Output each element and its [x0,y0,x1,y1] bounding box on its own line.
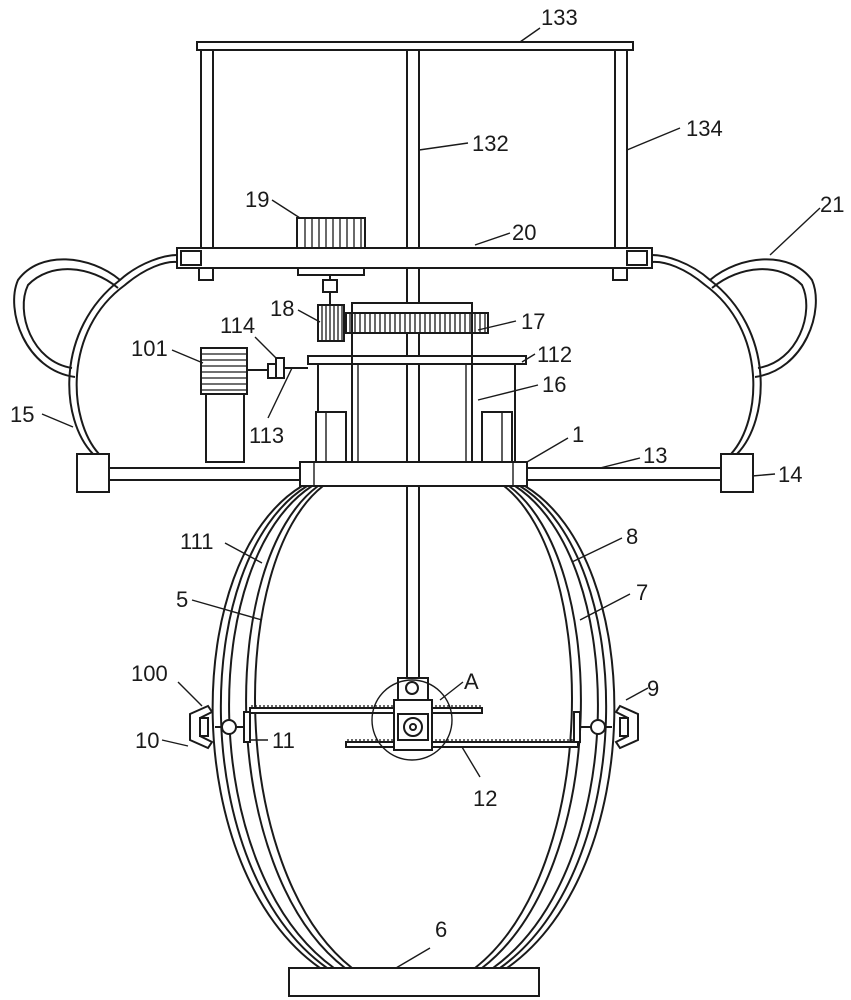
clamp-block-right [619,717,629,737]
side-clamps [189,704,639,750]
motor-101-column [205,393,245,463]
callout-11: 11 [272,728,295,753]
center-shaft-132-upper [406,49,420,249]
crossbar-clamp-left [180,250,202,266]
clamp-block-100 [199,717,209,737]
callout-9: 9 [647,676,659,701]
callout-133: 133 [541,5,578,30]
pivot-right [590,719,606,735]
callout-132: 132 [472,131,509,156]
motor-19 [296,217,366,276]
motor-ribs [304,218,362,248]
callout-13: 13 [643,443,667,468]
callout-111: 111 [180,529,213,554]
guide-block-left [315,411,347,463]
callout-17: 17 [521,309,545,334]
callout-112: 112 [537,342,572,367]
gear-coupling [322,279,338,293]
post-foot-right [612,267,628,281]
motor-101-ribs [201,353,247,391]
right-post-134 [614,49,628,249]
top-plate-133 [196,41,634,51]
motor-gear-19 [297,267,365,276]
motor-101 [200,347,308,463]
pivot-left [221,719,237,735]
detail-circle-a [371,679,453,761]
callout-16: 16 [542,372,566,397]
clamp-plate-right [573,711,581,743]
straps [13,254,817,455]
callout-a: A [464,669,479,694]
crossbar-clamp-right [626,250,648,266]
callout-10: 10 [135,728,159,753]
left-post [200,49,214,249]
callout-134: 134 [686,116,723,141]
small-gear-18-ribs [321,305,343,341]
callout-101: 101 [131,336,168,361]
handle-grip-114 [275,357,285,379]
callout-21: 21 [820,192,844,217]
callout-100: 100 [131,661,168,686]
clamp-plate-11 [243,711,251,743]
handle-knob-114 [267,363,277,379]
callout-19: 19 [245,187,269,212]
leader-lines [41,27,821,969]
callout-18: 18 [270,296,294,321]
arm-13-right [526,467,722,481]
base-6 [288,967,540,997]
main-body-1 [299,461,528,487]
plate-112 [307,355,527,365]
clamp-jaw-9 [614,704,639,750]
post-foot-left [198,267,214,281]
motor-housing [296,217,366,249]
callout-114: 114 [220,313,255,338]
callout-6: 6 [435,917,447,942]
motor-101-head [200,347,248,395]
callout-20: 20 [512,220,536,245]
callout-113: 113 [249,423,284,448]
large-gear-17 [345,312,489,334]
callout-labels: 133 134 132 19 20 21 18 17 114 101 112 1… [10,5,844,942]
callout-5: 5 [176,587,188,612]
guide-block-right [481,411,513,463]
gear-bracket [351,302,473,314]
callout-14: 14 [778,462,802,487]
top-frame [176,41,653,281]
callout-15: 15 [10,402,34,427]
arm-13-left [107,467,303,481]
clamp-jaw-10 [189,704,214,750]
end-block-14 [720,453,754,493]
end-block-left [76,453,110,493]
crossbar-20 [176,247,653,269]
callout-12: 12 [473,786,497,811]
rack-upper [249,707,483,714]
rack-mechanism [249,677,579,761]
callout-7: 7 [636,580,648,605]
callout-8: 8 [626,524,638,549]
gear-train [317,275,489,342]
callout-1: 1 [572,422,584,447]
